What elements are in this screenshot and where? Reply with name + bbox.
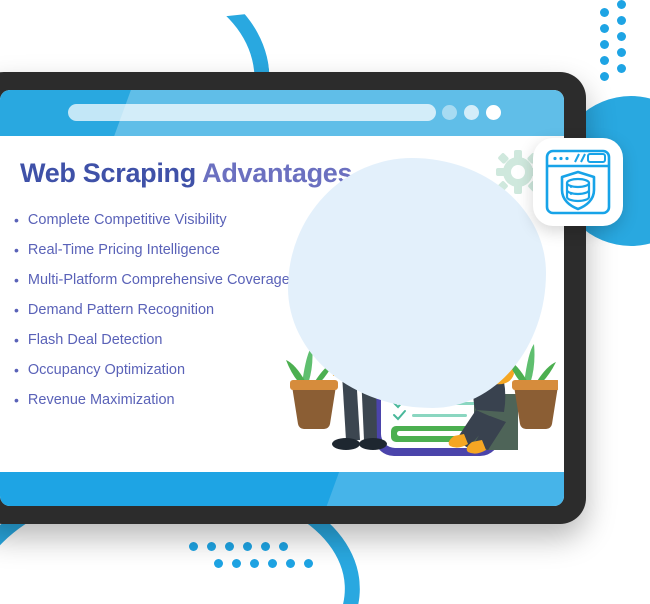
bullet-marker-icon: •	[14, 332, 19, 348]
decor-dot	[600, 8, 609, 17]
decor-dot	[214, 559, 223, 568]
potted-plant-left	[286, 346, 338, 430]
decor-dot	[189, 542, 198, 551]
browser-toolbar	[0, 90, 564, 136]
bullet-marker-icon: •	[14, 212, 19, 228]
page-title-secondary: Advantages	[202, 158, 353, 188]
window-dot-3-icon[interactable]	[486, 105, 501, 120]
list-item-label: Multi-Platform Comprehensive Coverage	[27, 272, 290, 288]
decor-dot	[600, 72, 609, 81]
bullet-marker-icon: •	[14, 392, 19, 408]
bottom-bar-sheen	[313, 472, 564, 506]
monitor-frame: Web Scraping Advantages • Complete Compe…	[0, 72, 586, 524]
list-item-label: Demand Pattern Recognition	[27, 302, 215, 318]
decor-dot	[250, 559, 259, 568]
list-item: • Revenue Maximization	[14, 392, 290, 408]
decor-dot	[617, 48, 626, 57]
browser-bottom-bar	[0, 472, 564, 506]
decor-dot	[617, 0, 626, 9]
decor-dot	[268, 559, 277, 568]
page-title: Web Scraping Advantages	[20, 158, 353, 189]
bullet-marker-icon: •	[14, 242, 19, 258]
decor-dot	[600, 40, 609, 49]
decor-dot	[304, 559, 313, 568]
page-content: Web Scraping Advantages • Complete Compe…	[0, 136, 564, 472]
list-item: • Demand Pattern Recognition	[14, 302, 290, 318]
advantages-list: • Complete Competitive Visibility • Real…	[14, 212, 290, 422]
decor-dot	[617, 32, 626, 41]
decor-dot	[617, 64, 626, 73]
list-item-label: Occupancy Optimization	[27, 362, 186, 378]
potted-plant-right	[508, 344, 560, 430]
decor-dot-column-right-inner	[600, 8, 609, 81]
list-item: • Multi-Platform Comprehensive Coverage	[14, 272, 290, 288]
bullet-marker-icon: •	[14, 272, 19, 288]
window-dot-1-icon[interactable]	[442, 105, 457, 120]
list-item-label: Complete Competitive Visibility	[27, 212, 227, 228]
list-item: • Flash Deal Detection	[14, 332, 290, 348]
bullet-marker-icon: •	[14, 302, 19, 318]
browser-shield-database-icon	[545, 149, 611, 215]
list-item: • Real-Time Pricing Intelligence	[14, 242, 290, 258]
window-dot-2-icon[interactable]	[464, 105, 479, 120]
decor-dot	[207, 542, 216, 551]
bullet-marker-icon: •	[14, 362, 19, 378]
decor-dot-row-bottom	[214, 559, 313, 568]
list-item-label: Flash Deal Detection	[27, 332, 163, 348]
decor-dot	[286, 559, 295, 568]
list-item-label: Real-Time Pricing Intelligence	[27, 242, 220, 258]
decor-dot-column-right-outer	[617, 0, 626, 73]
decor-dot	[617, 16, 626, 25]
list-item-label: Revenue Maximization	[27, 392, 175, 408]
decor-dot	[600, 56, 609, 65]
illustration-backdrop-blob	[288, 158, 546, 408]
list-item: • Occupancy Optimization	[14, 362, 290, 378]
list-item: • Complete Competitive Visibility	[14, 212, 290, 228]
illustration	[278, 144, 560, 474]
web-scraping-badge	[533, 138, 623, 226]
address-bar[interactable]	[68, 104, 436, 121]
window-controls[interactable]	[442, 105, 501, 120]
decor-dot	[600, 24, 609, 33]
decor-dot-row-top	[189, 542, 288, 551]
decor-dot	[261, 542, 270, 551]
gear-icon	[496, 150, 540, 194]
decor-dot	[243, 542, 252, 551]
decor-dot	[279, 542, 288, 551]
decor-dot	[225, 542, 234, 551]
browser-window: Web Scraping Advantages • Complete Compe…	[0, 90, 564, 506]
page-title-primary: Web Scraping	[20, 158, 196, 188]
decor-dot	[232, 559, 241, 568]
